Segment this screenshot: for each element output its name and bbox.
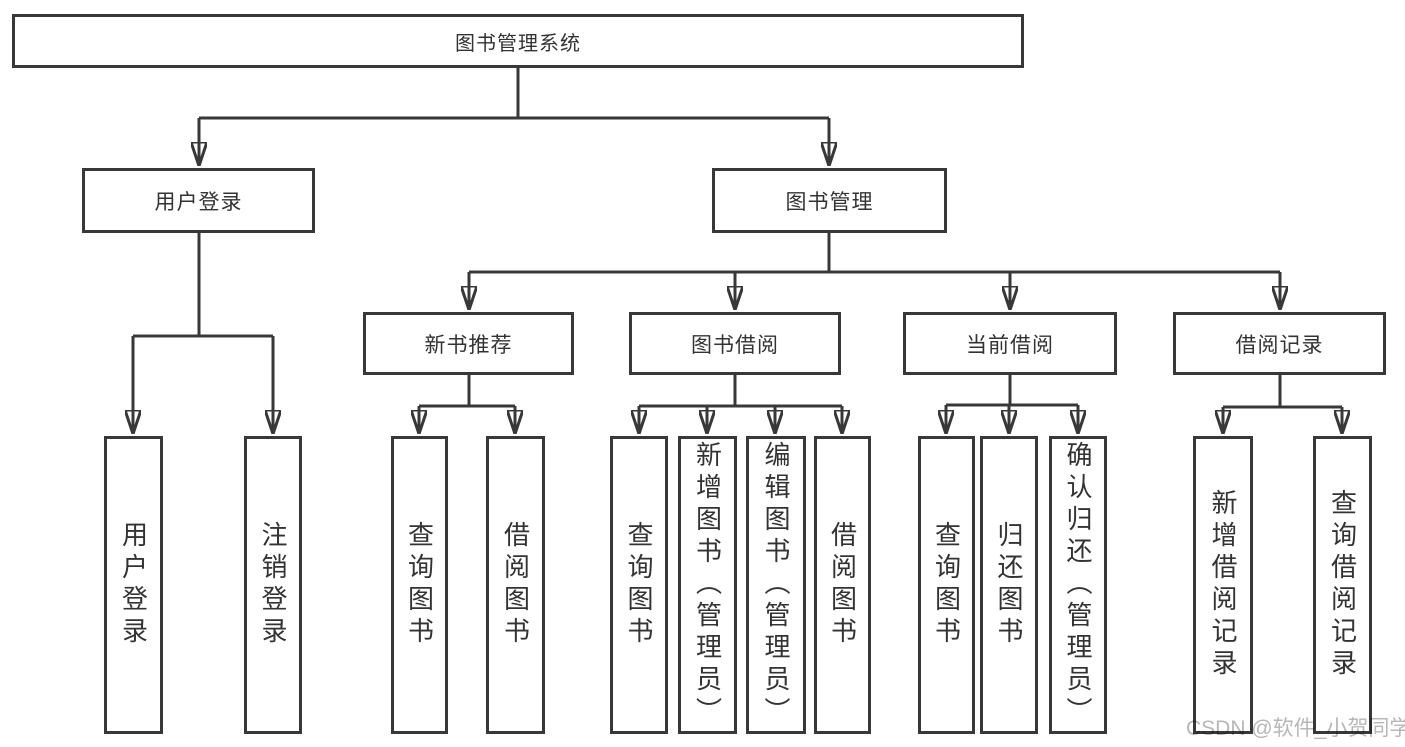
node-current-borrow: 当前借阅 <box>903 312 1117 375</box>
leaf-query-books-recommend: 查询图书 <box>391 436 448 734</box>
node-label: 借阅图书 <box>500 521 531 649</box>
node-label: 注销登录 <box>258 521 288 649</box>
leaf-add-borrow-record: 新增借阅记录 <box>1193 436 1253 734</box>
leaf-logout: 注销登录 <box>244 436 302 734</box>
leaf-borrow-books-recommend: 借阅图书 <box>486 436 545 734</box>
node-label: 新增图书（管理员） <box>692 441 723 729</box>
node-library-system: 图书管理系统 <box>12 14 1024 68</box>
node-label: 查询图书 <box>624 521 654 649</box>
node-book-borrow: 图书借阅 <box>629 312 841 375</box>
node-label: 借阅图书 <box>827 521 858 649</box>
node-label: 新书推荐 <box>424 333 513 357</box>
node-label: 用户登录 <box>118 521 149 649</box>
node-label: 归还图书 <box>994 521 1024 649</box>
node-label: 图书管理 <box>785 190 874 214</box>
node-user-login: 用户登录 <box>82 168 315 233</box>
leaf-query-borrow-record: 查询借阅记录 <box>1313 436 1372 734</box>
node-new-book-recommend: 新书推荐 <box>363 312 574 375</box>
node-label: 借阅记录 <box>1235 333 1324 357</box>
node-label: 确认归还（管理员） <box>1063 441 1093 729</box>
leaf-edit-books-admin: 编辑图书（管理员） <box>746 436 806 734</box>
leaf-confirm-return-admin: 确认归还（管理员） <box>1049 436 1107 734</box>
node-label: 用户登录 <box>154 190 243 214</box>
leaf-user-login: 用户登录 <box>104 436 163 734</box>
leaf-add-books-admin: 新增图书（管理员） <box>678 436 737 734</box>
leaf-query-books-current: 查询图书 <box>918 436 975 734</box>
leaf-borrow-books: 借阅图书 <box>814 436 871 734</box>
leaf-return-books: 归还图书 <box>980 436 1038 734</box>
node-label: 新增借阅记录 <box>1208 489 1238 681</box>
node-label: 查询图书 <box>931 521 962 649</box>
csdn-watermark: CSDN @软件_小贺同学 <box>1186 717 1405 740</box>
leaf-query-books-borrow: 查询图书 <box>610 436 668 734</box>
node-label: 图书借阅 <box>691 333 779 357</box>
node-label: 编辑图书（管理员） <box>761 441 791 729</box>
node-book-management: 图书管理 <box>712 168 947 233</box>
node-label: 查询图书 <box>404 521 435 649</box>
node-borrow-records: 借阅记录 <box>1173 312 1386 375</box>
node-label: 当前借阅 <box>966 333 1054 357</box>
node-label: 查询借阅记录 <box>1327 489 1358 681</box>
node-label: 图书管理系统 <box>455 32 581 55</box>
